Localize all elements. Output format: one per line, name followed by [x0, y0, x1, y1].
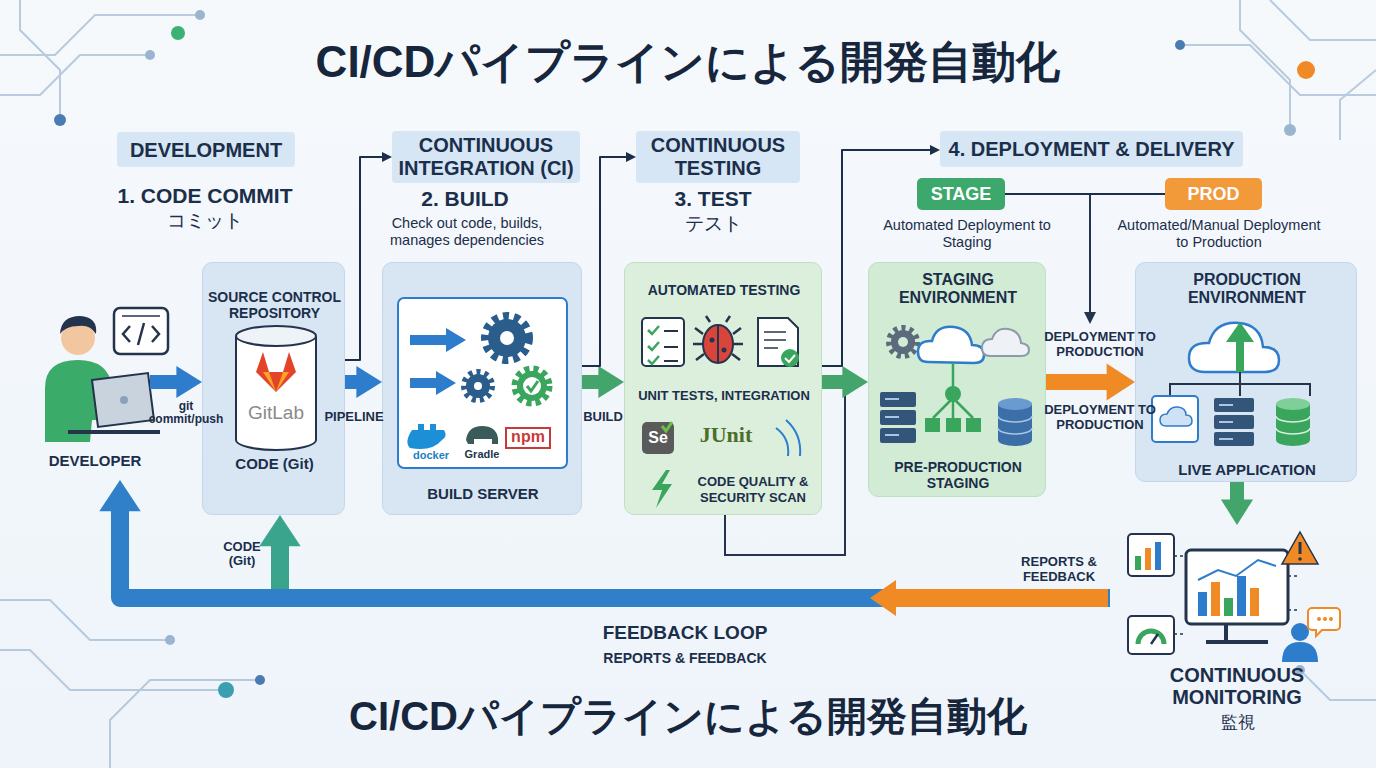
edge-label: PIPELINE — [318, 410, 390, 425]
logo-text: npm — [506, 428, 550, 446]
arrow-shaft — [1046, 374, 1112, 390]
arrow-label: REPORTS & FEEDBACK — [1008, 555, 1110, 585]
logo-text: GitLab — [238, 402, 314, 424]
node-text: CODE (Git) — [207, 455, 342, 472]
node-text: DEVELOPMENT — [117, 139, 295, 162]
stage-pill: STAGE — [917, 178, 1005, 210]
step-title: 3. TEST — [638, 187, 788, 211]
edge-label: BUILD — [576, 410, 630, 425]
flow-arrow — [582, 366, 624, 398]
loop-title: FEEDBACK LOOP — [540, 622, 830, 644]
arrow-head — [1221, 499, 1253, 525]
node-text: PROD — [1165, 184, 1262, 205]
node-text: CODE QUALITY & SECURITY SCAN — [687, 474, 819, 505]
node-text: LIVE APPLICATION — [1136, 461, 1358, 478]
node-text: UNIT TESTS, INTEGRATION — [625, 389, 823, 404]
arrow-head — [626, 152, 636, 162]
arrow-head — [259, 515, 300, 546]
step-title: 2. BUILD — [380, 187, 550, 211]
testing-panel: AUTOMATED TESTING UNIT TESTS, INTEGRATION… — [624, 262, 822, 515]
flow-arrow — [345, 366, 382, 398]
logo-text: docker — [403, 449, 459, 462]
node-text: CONTINUOUS MONITORING — [1137, 665, 1337, 708]
feedback-arrow — [870, 580, 1108, 616]
step-subtitle: コミット — [95, 210, 315, 232]
step-description: Automated/Manual Deployment to Productio… — [1110, 217, 1328, 252]
code-icon — [114, 308, 168, 354]
flow-arrow — [1005, 194, 1165, 195]
flow-arrow — [1046, 364, 1135, 401]
section-header: 4. DEPLOYMENT & DELIVERY — [940, 131, 1243, 167]
section-header: CONTINUOUS INTEGRATION (CI) — [392, 131, 580, 183]
arrow-head — [842, 366, 868, 398]
arrow-shaft — [582, 157, 628, 366]
title: CI/CDパイプラインによる開発自動化 — [0, 36, 1376, 89]
flow-arrow — [1221, 482, 1253, 525]
step-subtitle: テスト — [638, 213, 788, 235]
edge-label: DEPLOYMENT TO PRODUCTION — [1040, 330, 1160, 360]
logo-text: JUnit — [686, 422, 766, 447]
arrow-head — [356, 366, 382, 398]
node-text: CONTINUOUS TESTING — [636, 134, 800, 180]
build-illustration — [398, 298, 567, 468]
node-text: BUILD SERVER — [383, 485, 583, 502]
prod-pill: PROD — [1165, 178, 1262, 210]
caption: CI/CDパイプラインによる開発自動化 — [0, 692, 1376, 740]
step-description: Check out code, builds, manages dependen… — [378, 215, 556, 250]
flow-arrow — [150, 366, 202, 398]
node-text: CONTINUOUS INTEGRATION (CI) — [392, 134, 580, 180]
node-text: 4. DEPLOYMENT & DELIVERY — [940, 138, 1243, 161]
node-text: DEVELOPER — [30, 452, 160, 469]
arrow-shaft — [345, 157, 384, 360]
edge-label: git commit/push — [146, 400, 226, 426]
flow-arrow — [259, 515, 1110, 598]
arrow-head — [598, 366, 624, 398]
logo-text: Gradle — [456, 448, 508, 461]
repository-cylinder — [236, 326, 316, 450]
node-text: STAGE — [917, 184, 1005, 205]
section-header: CONTINUOUS TESTING — [636, 131, 800, 183]
staging-panel: STAGING ENVIRONMENT PRE-PRODUCTION STAGIN… — [868, 262, 1046, 497]
section-header: DEVELOPMENT — [117, 132, 295, 167]
arrow-label: DEPLOYMENT TO PRODUCTION — [1042, 403, 1158, 433]
arrow-shaft — [1005, 193, 1165, 195]
step-title: 1. CODE COMMIT — [95, 184, 315, 208]
arrow-head — [99, 480, 140, 511]
arrow-head — [930, 145, 940, 155]
arrow-label: CODE (Git) — [214, 540, 270, 569]
stage-branch — [1084, 194, 1096, 324]
arrow-head — [176, 366, 202, 398]
node-text: PRE-PRODUCTION STAGING — [869, 459, 1047, 491]
node-text: PRODUCTION ENVIRONMENT — [1162, 271, 1332, 308]
arrow-head — [1107, 364, 1135, 401]
flow-arrow — [822, 366, 868, 398]
arrow-shaft — [120, 505, 1110, 598]
node-text: SOURCE CONTROL REPOSITORY — [207, 289, 342, 321]
loop-subtitle: REPORTS & FEEDBACK — [540, 650, 830, 666]
node-text: AUTOMATED TESTING — [625, 282, 823, 298]
node-text: STAGING ENVIRONMENT — [869, 271, 1047, 308]
monitoring-illustration — [1128, 532, 1340, 662]
node-text: 監視 — [1110, 713, 1365, 733]
step-description: Automated Deployment to Staging — [872, 217, 1062, 252]
logo-text: Se — [640, 429, 676, 447]
arrow-head — [382, 152, 392, 162]
